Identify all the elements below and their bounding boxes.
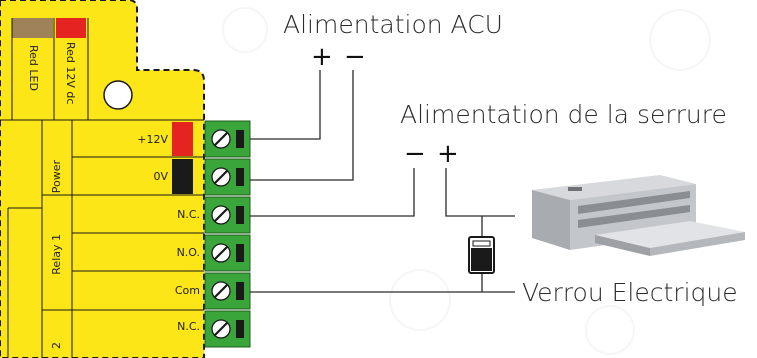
wire-lock-plus <box>445 168 515 217</box>
acu-supply-title: Alimentation ACU <box>283 10 503 39</box>
background-watermark <box>222 7 711 355</box>
terminal-label-no: N.O. <box>176 246 200 259</box>
terminal-label-nc: N.C. <box>177 208 200 221</box>
red-12v-label: Red 12V dc <box>64 42 77 105</box>
lock-minus-sign: − <box>404 139 426 169</box>
controller-board <box>0 0 205 358</box>
red-12v-wire-connector <box>56 18 86 38</box>
terminal-label-0v: 0V <box>153 170 168 183</box>
magnetic-lock-image <box>532 175 745 256</box>
wire-clamp <box>236 282 244 300</box>
relay1-group-label: Relay 1 <box>50 234 63 275</box>
wires <box>250 70 515 293</box>
relay2-group-label: 2 <box>50 342 63 349</box>
wire-clamp <box>236 320 244 338</box>
terminal-label-plus12v: +12V <box>137 133 168 146</box>
lock-plus-sign: + <box>437 139 459 169</box>
wire-lock-minus <box>250 168 415 217</box>
terminal-block <box>204 120 251 348</box>
terminal-label-com: Com <box>174 284 200 297</box>
screw-terminal <box>204 272 251 310</box>
wire-acu-plus <box>250 70 321 140</box>
wire-clamp <box>236 168 244 186</box>
wire-acu-minus <box>250 70 354 181</box>
mounting-hole <box>103 80 133 110</box>
screw-slot <box>214 170 228 184</box>
wire-clamp <box>236 130 244 148</box>
screw-slot <box>214 284 228 298</box>
protection-diode <box>468 236 495 274</box>
terminal-label-nc-2: N.C. <box>177 320 200 333</box>
screw-terminal <box>204 196 251 234</box>
screw-terminal <box>204 120 251 158</box>
screw-slot <box>214 132 228 146</box>
red-led-label: Red LED <box>27 45 40 91</box>
screw-terminal <box>204 158 251 196</box>
screw-terminal <box>204 234 251 272</box>
zero-v-wire <box>172 159 193 194</box>
screw-slot <box>214 322 228 336</box>
screw-slot <box>214 208 228 222</box>
screw-slot <box>214 246 228 260</box>
wire-clamp <box>236 244 244 262</box>
screw-terminal <box>204 310 251 348</box>
acu-minus-sign: − <box>344 42 366 72</box>
acu-plus-sign: + <box>311 42 333 72</box>
lock-supply-title: Alimentation de la serrure <box>400 100 727 129</box>
lock-title: Verrou Electrique <box>522 278 738 307</box>
plus-12v-wire <box>172 122 193 156</box>
wire-clamp <box>236 206 244 224</box>
power-group-label: Power <box>50 160 63 194</box>
led-wire-connector <box>12 18 53 38</box>
